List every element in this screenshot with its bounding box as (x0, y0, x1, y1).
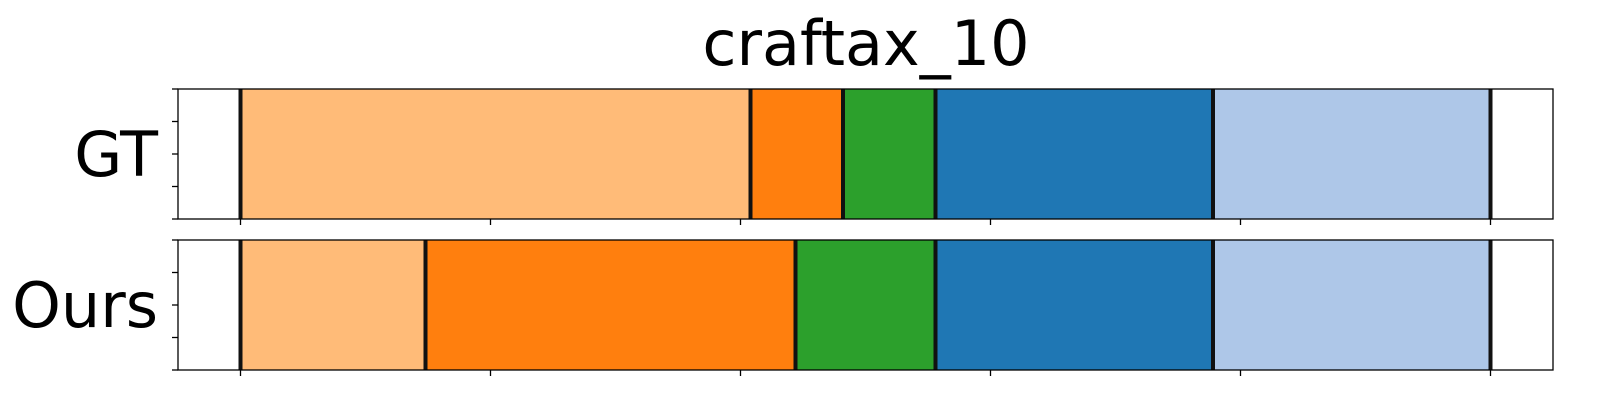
segment-0-2 (843, 89, 936, 219)
row-label-1: Ours (12, 269, 158, 342)
segment-1-4 (1213, 240, 1491, 370)
segment-0-0 (240, 89, 751, 219)
row-label-0: GT (74, 118, 159, 191)
chart-title: craftax_10 (702, 7, 1029, 80)
segment-1-1 (425, 240, 796, 370)
segment-0-3 (935, 89, 1213, 219)
segment-0-1 (750, 89, 843, 219)
segment-0-4 (1213, 89, 1491, 219)
segment-1-3 (935, 240, 1213, 370)
row-0: GT (74, 88, 1554, 225)
segment-1-2 (795, 240, 936, 370)
segment-1-0 (240, 240, 426, 370)
rows-layer: GT Ours (12, 88, 1554, 376)
row-1: Ours (12, 239, 1554, 376)
